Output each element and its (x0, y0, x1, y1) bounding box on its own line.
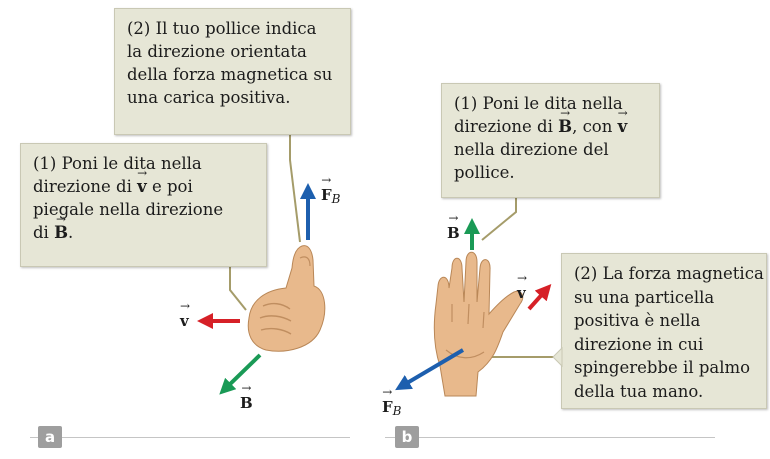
velocity-symbol: v (517, 271, 526, 302)
force-subscript: B (392, 404, 402, 418)
field-label-a: B (240, 381, 253, 412)
callout-line: nella direzione del (454, 140, 609, 159)
callout-fingers-a: (1) Poni le dita nella direzione di v e … (20, 143, 267, 267)
field-symbol: B (447, 211, 460, 242)
leader-line-fingers-b (481, 198, 517, 241)
field-label-b: B (447, 211, 460, 242)
callout-line: una carica positiva. (127, 88, 291, 107)
panel-b-tag: b (395, 426, 419, 448)
field-vector-symbol: B (54, 208, 68, 244)
force-subscript: B (331, 192, 341, 206)
velocity-label-a: v (180, 299, 189, 330)
callout-line: spingerebbe il palmo (574, 358, 751, 377)
velocity-vector-symbol: v (137, 162, 147, 198)
callout-line: la direzione orientata (127, 42, 307, 61)
callout-line: (2) Il tuo pollice indica (127, 19, 317, 38)
callout-thumb-force-a: (2) Il tuo pollice indica la direzione o… (114, 8, 351, 135)
panel-b-baseline (385, 437, 715, 438)
force-label-a: FB (321, 173, 341, 206)
panel-a-baseline (30, 437, 350, 438)
callout-palm-force-b: (2) La forza magnetica su una particella… (561, 253, 767, 409)
force-symbol: F (382, 385, 393, 416)
callout-line: piegale nella direzione (33, 200, 224, 219)
callout-line: direzione in cui (574, 334, 704, 354)
leader-line-thumb-a (289, 135, 301, 243)
field-symbol: B (240, 381, 253, 412)
callout-line: (1) Poni le dita nella (454, 94, 623, 113)
callout-fingers-b: (1) Poni le dita nella direzione di B, c… (441, 83, 660, 198)
callout-text: . (68, 223, 74, 242)
callout-text: di (33, 223, 55, 242)
callout-text: direzione di (454, 117, 559, 136)
callout-text: e poi (146, 177, 193, 196)
velocity-vector-symbol: v (618, 102, 628, 138)
hand-open-illustration (433, 251, 524, 397)
force-symbol: F (321, 173, 332, 204)
callout-line: di B. (33, 208, 254, 244)
callout-line: (2) La forza magnetica (574, 264, 764, 283)
force-arrow-b (395, 348, 465, 391)
callout-line: della tua mano. (574, 381, 704, 401)
callout-text: direzione di (33, 177, 138, 196)
velocity-label-b: v (517, 271, 526, 302)
leader-line-fingers-a (229, 267, 247, 311)
callout-line: pollice. (454, 163, 515, 182)
callout-line: (1) Poni le dita nella (33, 154, 202, 173)
hand-fist-illustration (247, 245, 326, 352)
callout-line: su una particella (574, 287, 715, 307)
callout-line: direzione di v e poi (33, 162, 254, 198)
callout-line: della forza magnetica su (127, 65, 333, 84)
panel-a-tag: a (38, 426, 62, 448)
field-arrow-a (219, 353, 262, 395)
callout-line: positiva è nella (574, 311, 701, 330)
field-vector-symbol: B (558, 102, 572, 138)
velocity-arrow-b (527, 284, 552, 311)
force-label-b: FB (382, 385, 402, 418)
callout-text: , con (572, 117, 618, 136)
callout-line: direzione di B, con v (454, 102, 647, 138)
velocity-symbol: v (180, 299, 189, 330)
